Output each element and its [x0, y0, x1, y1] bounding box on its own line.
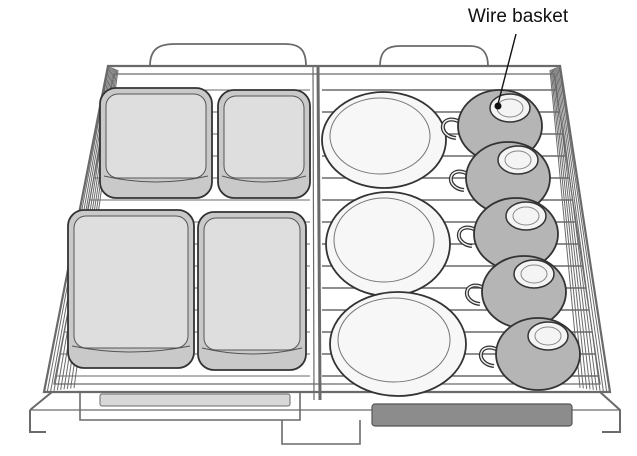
plate-inner: [337, 297, 451, 383]
callout-label: Wire basket: [467, 6, 569, 27]
rack-front-handle-left: [79, 392, 301, 421]
rack-front-tray: [371, 403, 573, 427]
cup-handle-highlight: [442, 119, 461, 139]
food-containers-group: [67, 87, 311, 371]
food-container: [99, 87, 213, 199]
rack-side-wire: [552, 68, 591, 390]
cup-handle-highlight: [480, 347, 499, 367]
food-container: [217, 89, 311, 199]
cup-base: [497, 145, 539, 175]
plate: [321, 91, 447, 189]
cup-base-inner: [512, 206, 540, 226]
cup: [448, 141, 551, 215]
rack-top-loop-right: [379, 45, 489, 67]
plates-group: [321, 91, 467, 397]
container-inner: [73, 215, 189, 349]
cup-handle-highlight: [450, 171, 469, 191]
rack-center-divider: [316, 65, 322, 401]
cups-group: [440, 89, 581, 391]
container-rim: [221, 175, 307, 183]
rack-center-divider-inner: [312, 65, 315, 401]
rack-side-wire: [558, 66, 608, 392]
cup-base: [505, 201, 547, 231]
rack-front-frame: [29, 391, 621, 433]
rack-side-wire: [550, 69, 584, 389]
cup-base: [527, 321, 569, 351]
plate-inner: [333, 197, 435, 283]
food-container: [197, 211, 307, 371]
plate-outer: [325, 191, 451, 297]
cup-base-inner: [534, 326, 562, 346]
rack-front-handle-center: [281, 420, 361, 445]
rack-top-loop-left: [149, 43, 307, 67]
callout-leader-line: [497, 33, 517, 105]
rack-side-wire: [555, 67, 598, 391]
cup: [464, 255, 567, 329]
plate: [329, 291, 467, 397]
rack-side-wire: [549, 69, 581, 389]
rack-side-wire: [557, 66, 604, 392]
container-rim: [103, 175, 209, 183]
cup: [478, 317, 581, 391]
plate-inner: [329, 97, 431, 175]
cup: [456, 197, 559, 271]
cup-base-inner: [504, 150, 532, 170]
plate: [325, 191, 451, 297]
plate-outer: [321, 91, 447, 189]
cup-handle-highlight: [466, 285, 485, 305]
rack-front-frame-left: [29, 410, 46, 433]
rack-side-wire: [556, 67, 601, 391]
callout-leader-dot: [494, 102, 502, 110]
wire-basket-callout: [494, 33, 517, 110]
cup-base: [513, 259, 555, 289]
container-inner: [203, 217, 301, 351]
container-rim: [201, 347, 303, 355]
rack-side-wire: [551, 69, 588, 389]
plate-outer: [329, 291, 467, 397]
food-container: [67, 209, 195, 369]
rack-side-wire: [559, 65, 611, 393]
cup-handle-highlight: [458, 227, 477, 247]
cup-base: [489, 93, 531, 123]
cup-base-inner: [520, 264, 548, 284]
rack-side-wire: [553, 68, 594, 390]
container-rim: [71, 345, 191, 353]
container-inner: [105, 93, 207, 179]
rack-front-tray-left: [99, 393, 291, 407]
container-inner: [223, 95, 305, 179]
